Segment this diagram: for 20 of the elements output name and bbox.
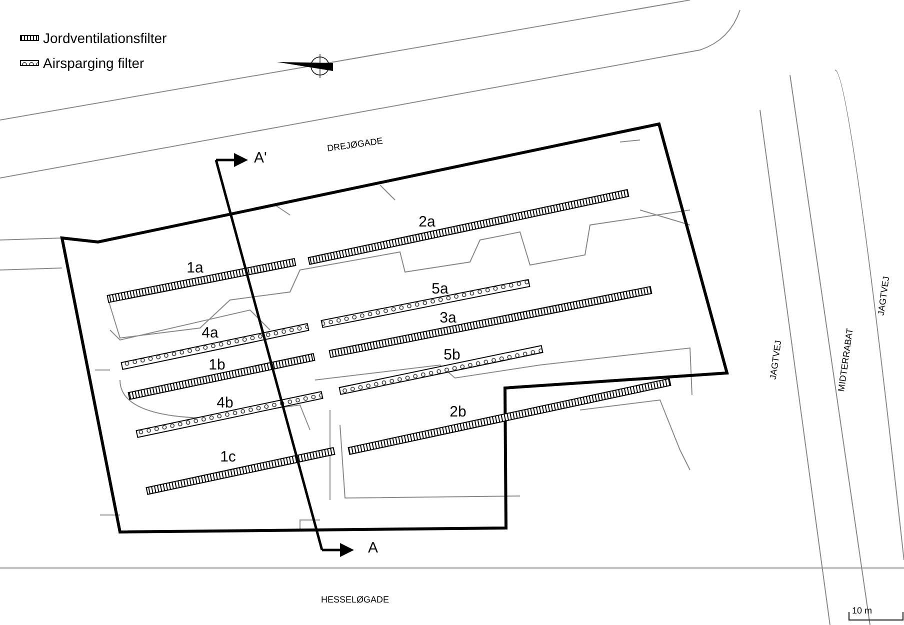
filter-label: 1a	[186, 260, 204, 276]
legend-label: Airsparging filter	[43, 56, 144, 70]
filter-label: 1b	[208, 358, 226, 372]
street-name: MIDTERRABAT	[837, 328, 855, 392]
filter-label: 4b	[216, 396, 234, 410]
filter-label: 1c	[220, 450, 236, 464]
filter-label: 5a	[432, 282, 448, 296]
section-label: A	[368, 540, 378, 556]
street-name: DREJØGADE	[326, 136, 384, 154]
filter-label: 3a	[440, 310, 456, 326]
filter-label: 2b	[450, 404, 466, 420]
street-name: JAGTVEJ	[876, 276, 892, 316]
street-name: HESSELØGADE	[320, 596, 390, 604]
legend-label: Jordventilationsfilter	[43, 31, 167, 45]
scale-label: 10 m	[852, 606, 872, 616]
section-label: A'	[254, 150, 267, 166]
street-name: JAGTVEJ	[768, 340, 784, 380]
filter-label: 4a	[202, 326, 218, 340]
filter-label: 5b	[444, 348, 460, 362]
filter-label: 2a	[418, 214, 436, 230]
